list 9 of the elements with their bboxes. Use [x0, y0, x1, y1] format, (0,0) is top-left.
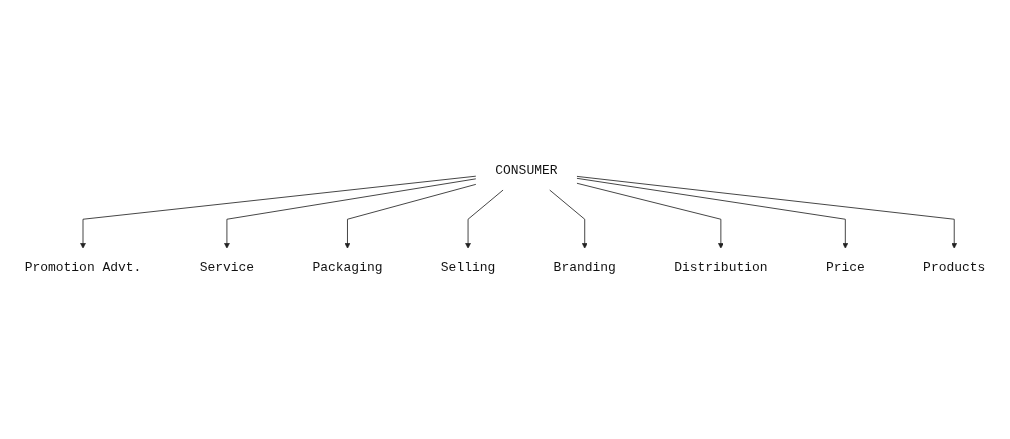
node-text: Distribution — [674, 260, 768, 276]
node-text: Packaging — [312, 260, 383, 276]
node-text: Promotion Advt. — [24, 260, 142, 276]
node-text: Branding — [553, 260, 616, 276]
node-text: Products — [923, 260, 986, 276]
node-text: Selling — [440, 260, 496, 276]
node-text: Price — [825, 260, 865, 276]
node-text: CONSUMER — [495, 163, 558, 179]
node-text: Service — [199, 260, 255, 276]
